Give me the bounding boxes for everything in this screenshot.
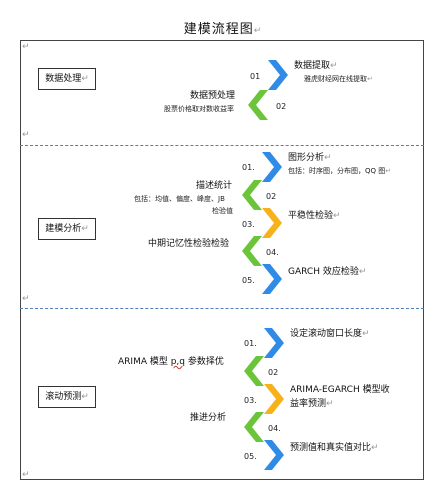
pilcrow-mark: ↵	[22, 130, 30, 140]
stage-box-rolling-forecast: 滚动预测↵	[38, 386, 96, 408]
chevron-step-1-02	[248, 90, 268, 120]
step-label: 图形分析↵	[288, 153, 332, 163]
step-number: 04.	[268, 424, 281, 433]
step-number: 01.	[244, 339, 257, 348]
step-number: 01.	[242, 163, 255, 172]
step-number: 01	[250, 72, 261, 81]
diagram-frame	[20, 40, 424, 480]
step-label: 平稳性检验↵	[288, 211, 341, 221]
pilcrow-mark: ↵	[22, 42, 30, 52]
step-label: 描述统计	[196, 181, 233, 191]
page-title: 建模流程图↵	[183, 22, 263, 37]
section-divider-2	[20, 308, 424, 309]
pilcrow-mark: ↵	[22, 470, 30, 480]
step-label: 益率预测↵	[290, 399, 334, 409]
chevron-step-3-04	[244, 412, 264, 442]
section-divider-1	[20, 145, 424, 146]
chevron-step-3-03	[264, 384, 284, 414]
step-number: 02	[268, 368, 279, 377]
step-label: ARIMA 模型 p,q 参数择优	[118, 357, 224, 367]
step-number: 04.	[266, 248, 279, 257]
chevron-step-2-05	[262, 264, 282, 294]
chevron-step-3-05	[264, 440, 284, 470]
step-label: ARIMA-EGARCH 模型收	[290, 385, 390, 395]
step-label: 中期记忆性检验检验	[148, 239, 230, 249]
step-label: 数据预处理	[190, 91, 236, 101]
step-sublabel: 包括：时序图，分布图，QQ 图↵	[288, 167, 392, 175]
step-sublabel: 雅虎财经网在线提取↵	[304, 75, 373, 83]
step-label: 数据提取↵	[294, 61, 338, 71]
step-number: 05.	[242, 276, 255, 285]
chevron-step-1-01	[268, 60, 288, 90]
step-number: 05.	[244, 452, 257, 461]
chevron-step-2-03	[262, 208, 282, 238]
step-sublabel: 包括：均值、偏度、峰度、JB	[134, 195, 225, 203]
step-number: 02	[266, 192, 277, 201]
step-label: 预测值和真实值对比↵	[290, 443, 379, 453]
step-label: 设定滚动窗口长度↵	[290, 329, 370, 339]
stage-box-data-processing: 数据处理↵	[38, 68, 96, 90]
step-label: GARCH 效应检验↵	[288, 267, 367, 277]
step-label: 推进分析	[190, 413, 227, 423]
chevron-step-2-04	[242, 236, 262, 266]
pilcrow-mark: ↵	[22, 294, 30, 304]
step-number: 03.	[242, 220, 255, 229]
chevron-step-2-01	[262, 152, 282, 182]
step-number: 02	[276, 102, 287, 111]
stage-box-modeling: 建模分析↵	[38, 218, 96, 240]
chevron-step-3-01	[264, 328, 284, 358]
step-sublabel: 检验值	[212, 207, 233, 215]
chevron-step-3-02	[244, 356, 264, 386]
step-sublabel: 股票价格取对数收益率	[164, 105, 234, 113]
step-number: 03.	[244, 396, 257, 405]
chevron-step-2-02	[242, 180, 262, 210]
